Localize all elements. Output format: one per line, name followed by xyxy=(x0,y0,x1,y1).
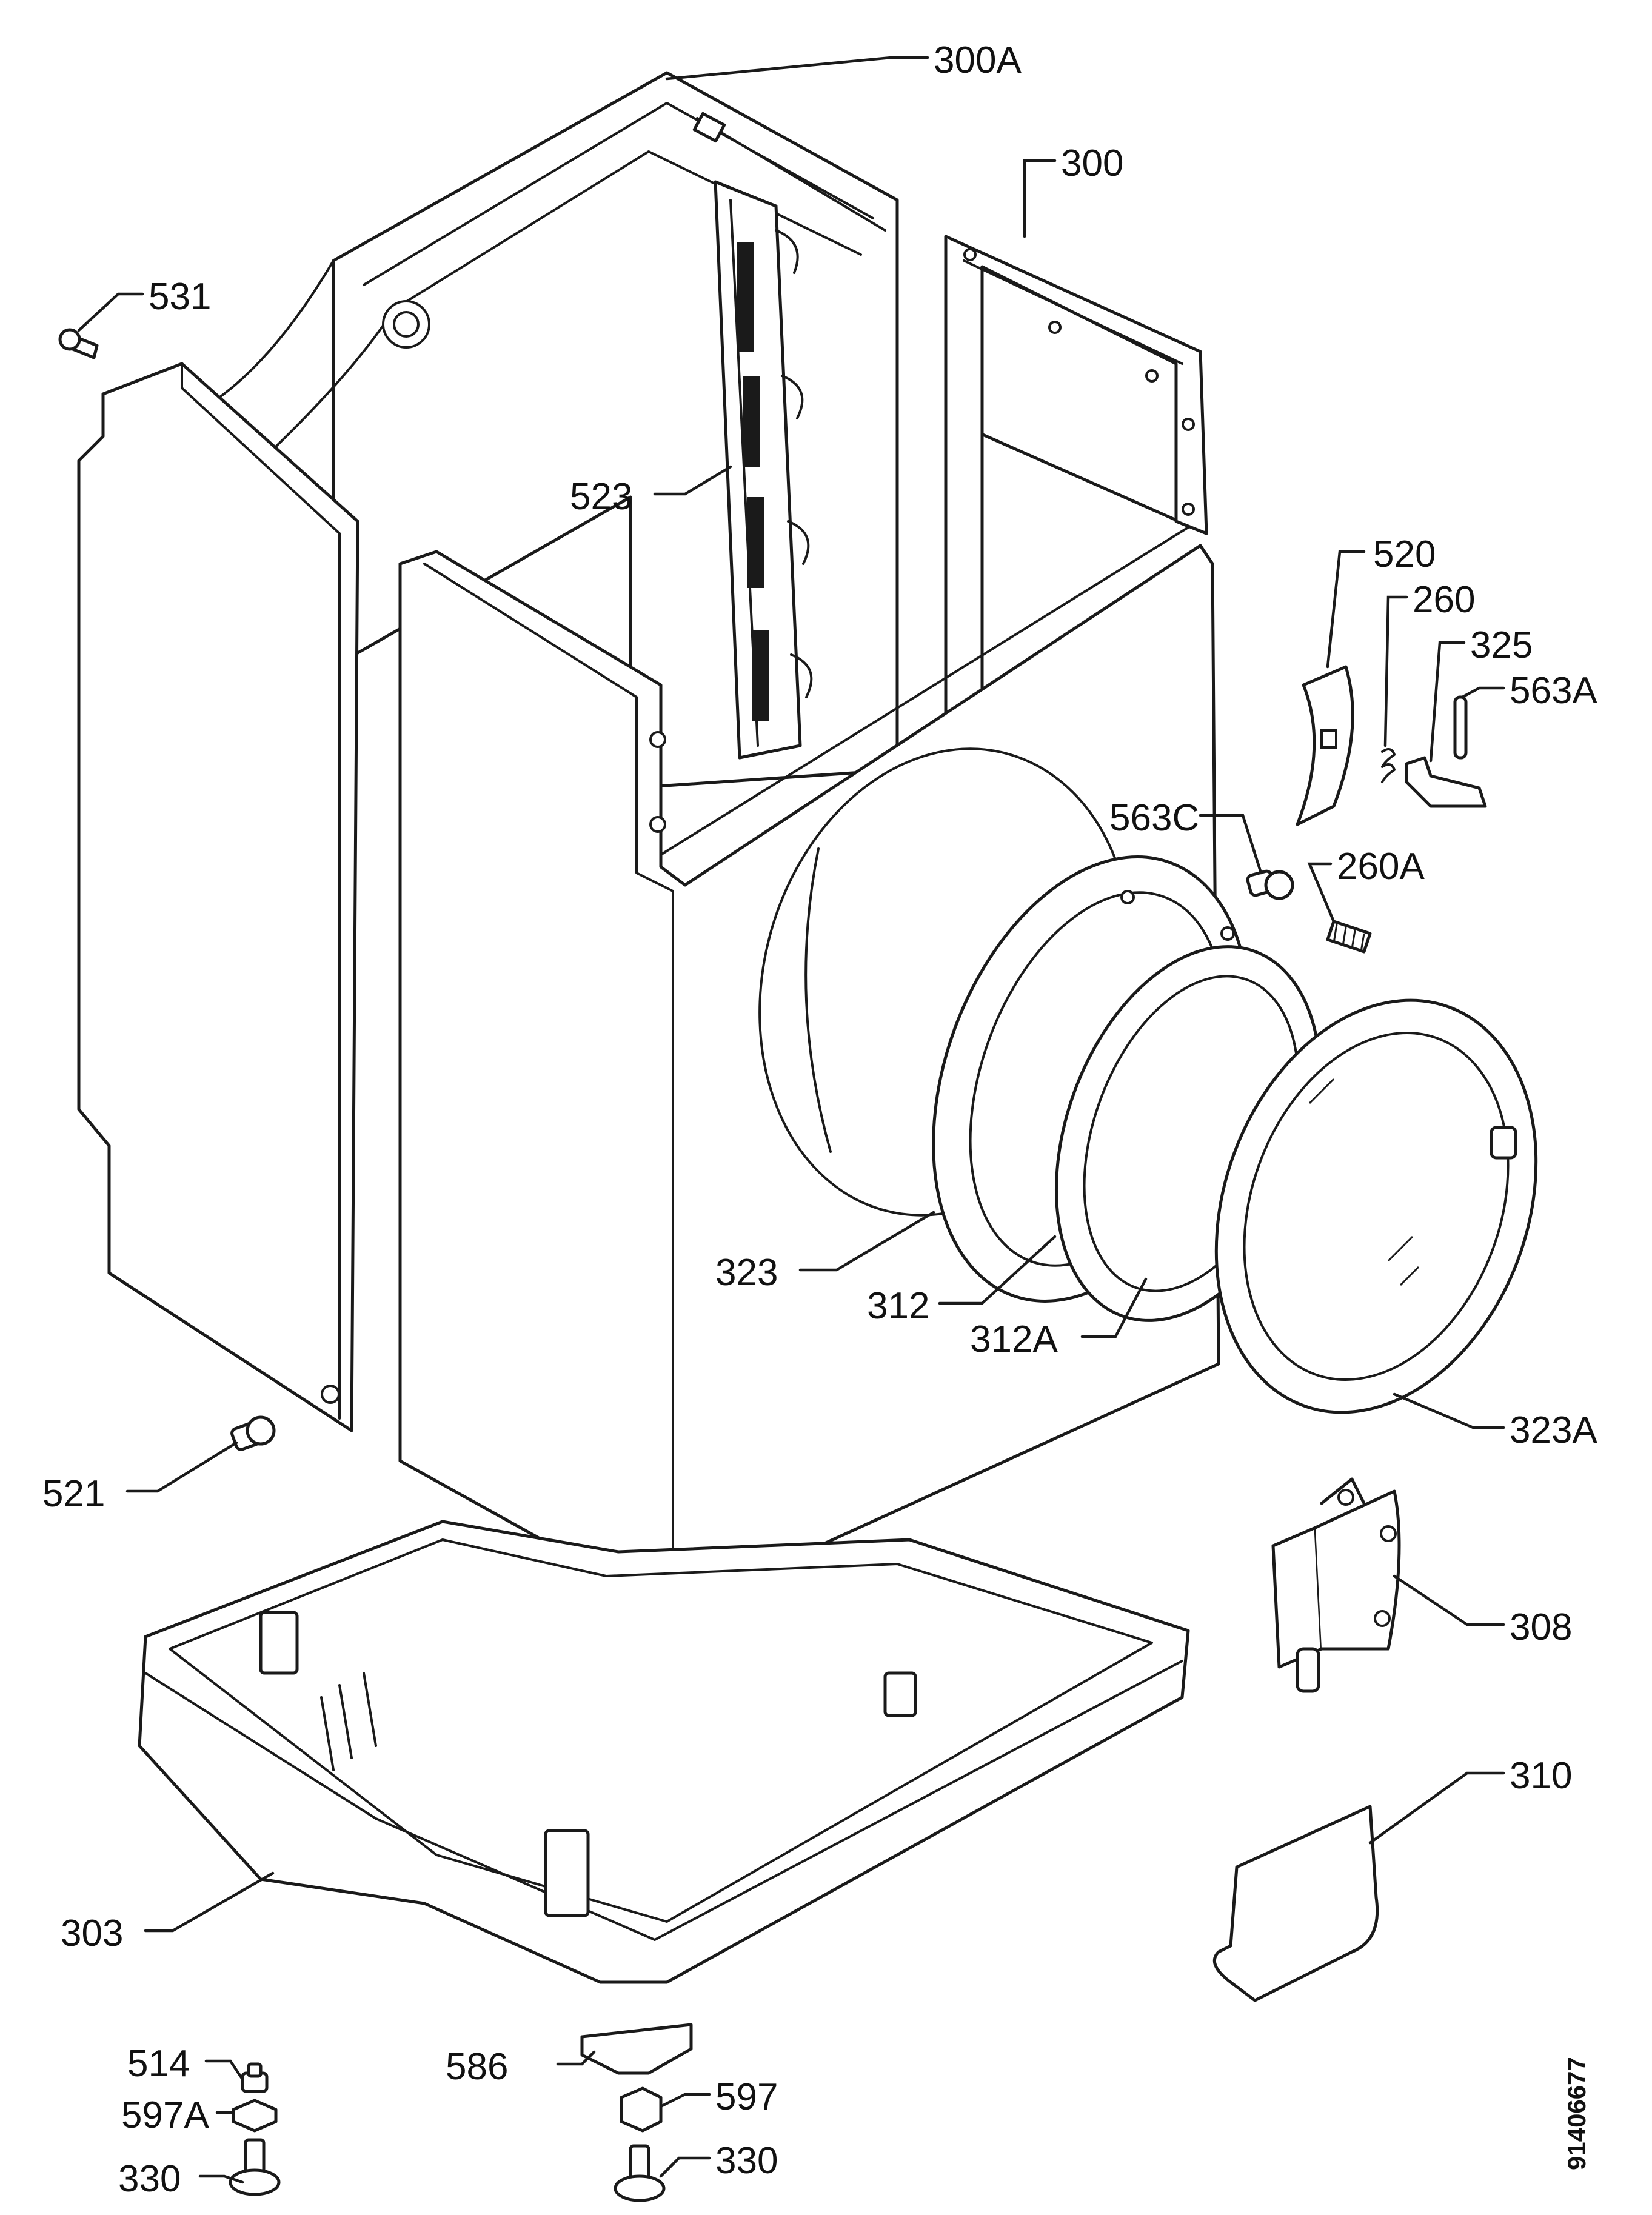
callout-586: 586 xyxy=(446,2046,508,2088)
pin-part-563a xyxy=(1453,695,1468,760)
callout-303: 303 xyxy=(61,1913,123,1954)
callout-521: 521 xyxy=(42,1473,105,1515)
callout-labels: 300A 300 531 523 520 260 325 563A 563C 2… xyxy=(42,39,1597,2200)
leader-lines xyxy=(77,56,1505,2184)
door-hinge-part-308 xyxy=(1271,1477,1401,1693)
nut-part-597 xyxy=(620,2086,663,2133)
callout-325: 325 xyxy=(1470,624,1533,666)
callout-310: 310 xyxy=(1510,1755,1572,1797)
left-side-panel xyxy=(77,362,359,1432)
access-panel-part-310 xyxy=(1212,1805,1379,2002)
base-frame-part-303 xyxy=(138,1520,1190,1984)
screw-part-563c xyxy=(1246,869,1294,900)
vertical-rail-part-523 xyxy=(714,180,813,760)
lock-plate-part-520 xyxy=(1296,665,1354,826)
spring-part-260a xyxy=(1326,920,1372,954)
callout-520: 520 xyxy=(1373,533,1436,575)
callout-523: 523 xyxy=(570,476,632,518)
callout-531: 531 xyxy=(149,276,211,318)
callout-312: 312 xyxy=(867,1285,929,1327)
callout-260: 260 xyxy=(1413,579,1475,621)
door-glass-part-323a xyxy=(1214,998,1538,1414)
callout-514: 514 xyxy=(127,2043,190,2085)
nut-part-597a xyxy=(232,2099,278,2133)
callout-308: 308 xyxy=(1510,1606,1572,1648)
spring-part-260 xyxy=(1381,748,1396,783)
callout-597: 597 xyxy=(715,2076,778,2118)
foot-part-586 xyxy=(580,2023,693,2075)
callout-563c: 563C xyxy=(1109,797,1199,839)
screw-part-531 xyxy=(58,328,99,359)
callout-260a: 260A xyxy=(1337,846,1425,887)
callout-330-left: 330 xyxy=(118,2158,181,2200)
callout-323: 323 xyxy=(715,1252,778,1294)
callout-323a: 323A xyxy=(1510,1409,1597,1451)
screw-part-521 xyxy=(230,1415,276,1451)
callout-300: 300 xyxy=(1061,142,1123,184)
callout-312a: 312A xyxy=(970,1318,1058,1360)
callout-330-right: 330 xyxy=(715,2140,778,2182)
callout-300a: 300A xyxy=(934,39,1022,81)
hook-part-325 xyxy=(1405,756,1487,808)
callout-597a: 597A xyxy=(121,2094,209,2136)
bolt-part-514 xyxy=(241,2062,269,2093)
callout-563a: 563A xyxy=(1510,670,1597,712)
document-number: 91406677 xyxy=(1562,2057,1591,2170)
foot-screw-part-330-right xyxy=(614,2144,666,2202)
foot-screw-part-330-left xyxy=(229,2138,281,2196)
